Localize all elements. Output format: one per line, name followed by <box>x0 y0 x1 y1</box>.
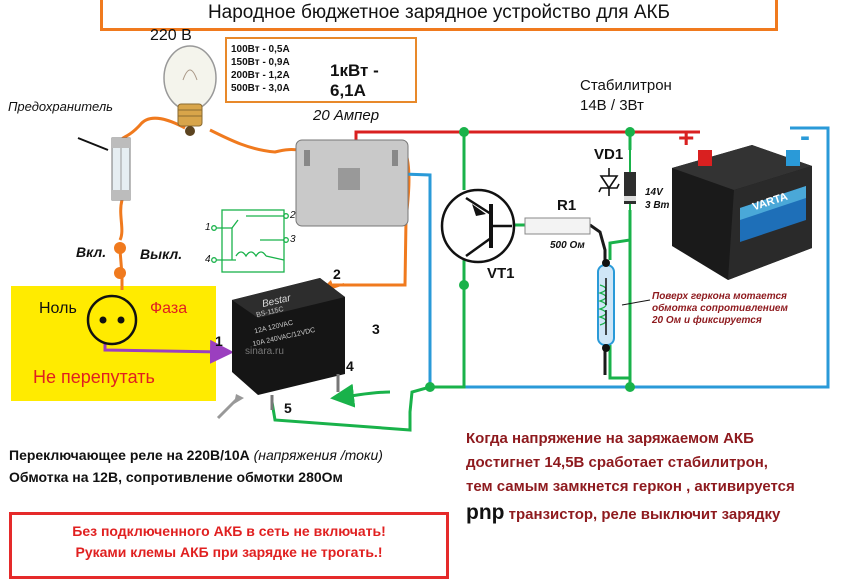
relay-caption-italic: (напряжения /токи) <box>253 447 383 463</box>
lamp-voltage-label: 220 В <box>150 27 192 44</box>
resistor-ref: R1 <box>557 197 577 214</box>
reed-note: Поверх геркона мотается обмотка сопротив… <box>652 291 788 327</box>
schematic-pin-1: 1 <box>205 222 211 233</box>
bridge-label: 20 Ампер <box>313 107 380 124</box>
battery-plus: + <box>678 122 695 153</box>
relay-pin-1: 1 <box>215 333 223 349</box>
power-row: 150Вт - 0,9А <box>231 57 290 68</box>
battery-minus: - <box>800 120 810 153</box>
explanation-line-3: тем самым замкнется геркон , активируетс… <box>466 478 795 495</box>
switch-off-label: Выкл. <box>140 246 183 262</box>
safety-warning-1: Без подключенного АКБ в сеть не включать… <box>72 523 386 539</box>
relay-watermark: sinara.ru <box>245 346 284 357</box>
reed-note-line: Поверх геркона мотается <box>652 291 787 302</box>
relay-pin-4: 4 <box>346 358 354 374</box>
resistor-value: 500 Ом <box>550 240 585 251</box>
safety-warning-box: Без подключенного АКБ в сеть не включать… <box>9 512 449 579</box>
transistor-icon <box>440 188 516 264</box>
relay-caption-line1: Переключающее реле на 220В/10А (напряжен… <box>9 447 383 463</box>
zener-ref: VD1 <box>594 146 624 163</box>
relay-pin-2: 2 <box>333 266 341 282</box>
power-total: 1кВт - 6,1А <box>330 61 379 100</box>
power-row: 200Вт - 1,2А <box>231 70 290 81</box>
zener-title-2: 14В / 3Вт <box>580 97 644 114</box>
reed-note-line: 20 Ом и фиксируется <box>652 315 762 326</box>
reed-note-line: обмотка сопротивлением <box>652 303 788 314</box>
relay-caption-line2: Обмотка на 12В, сопротивление обмотки 28… <box>9 469 343 485</box>
relay-body-icon <box>232 278 345 410</box>
schematic-pin-2: 2 <box>290 210 296 221</box>
socket-icon <box>86 294 138 346</box>
fuse-icon <box>111 137 131 201</box>
no-mixup-warning: Не перепутать <box>33 367 155 387</box>
explanation-line-1: Когда напряжение на заряжаемом АКБ <box>466 430 754 447</box>
pin4-arrow <box>330 383 391 408</box>
neutral-label: Ноль <box>39 300 77 317</box>
switch-on-label: Вкл. <box>76 244 107 260</box>
power-row: 500Вт - 3,0А <box>231 83 290 94</box>
orange-dots <box>114 242 126 279</box>
resistor-icon <box>524 217 591 235</box>
zener-value-1: 14V <box>645 187 663 198</box>
schematic-pin-3: 3 <box>290 234 296 245</box>
phase-label: Фаза <box>150 300 188 317</box>
explanation-line-2: достигнет 14,5В сработает стабилитрон, <box>466 454 768 471</box>
relay-caption-main: Переключающее реле на 220В/10А <box>9 447 254 463</box>
explanation-text: Когда напряжение на заряжаемом АКБ дости… <box>466 427 795 527</box>
page-title: Народное бюджетное зарядное устройство д… <box>207 2 671 23</box>
transistor-ref: VT1 <box>487 265 515 282</box>
relay-pin-5: 5 <box>284 400 292 416</box>
lamp-power-table: 100Вт - 0,5А 150Вт - 0,9А 200Вт - 1,2А 5… <box>225 37 417 103</box>
relay-pin-3: 3 <box>372 321 380 337</box>
reed-note-pointer <box>621 299 651 306</box>
diode-bridge-icon <box>295 139 409 227</box>
fuse-label: Предохранитель <box>8 99 114 114</box>
reed-switch-icon <box>597 259 615 352</box>
fuse-pointer <box>77 137 109 151</box>
lamp-icon <box>163 45 217 136</box>
title-banner: Народное бюджетное зарядное устройство д… <box>100 0 778 31</box>
zener-value-2: 3 Вт <box>645 200 670 211</box>
power-row: 100Вт - 0,5А <box>231 44 290 55</box>
explanation-pnp: pnp <box>466 501 505 524</box>
zener-title-1: Стабилитрон <box>580 77 672 94</box>
zener-diode-icon <box>598 150 636 210</box>
relay-schematic <box>211 209 289 273</box>
battery-icon <box>672 145 812 280</box>
schematic-pin-4: 4 <box>205 254 211 265</box>
green-wires <box>270 132 632 432</box>
safety-warning-2: Руками клемы АКБ при зарядке не трогать.… <box>75 544 383 560</box>
junction-dots <box>425 127 635 392</box>
explanation-line-4: транзистор, реле выключит зарядку <box>504 506 781 523</box>
